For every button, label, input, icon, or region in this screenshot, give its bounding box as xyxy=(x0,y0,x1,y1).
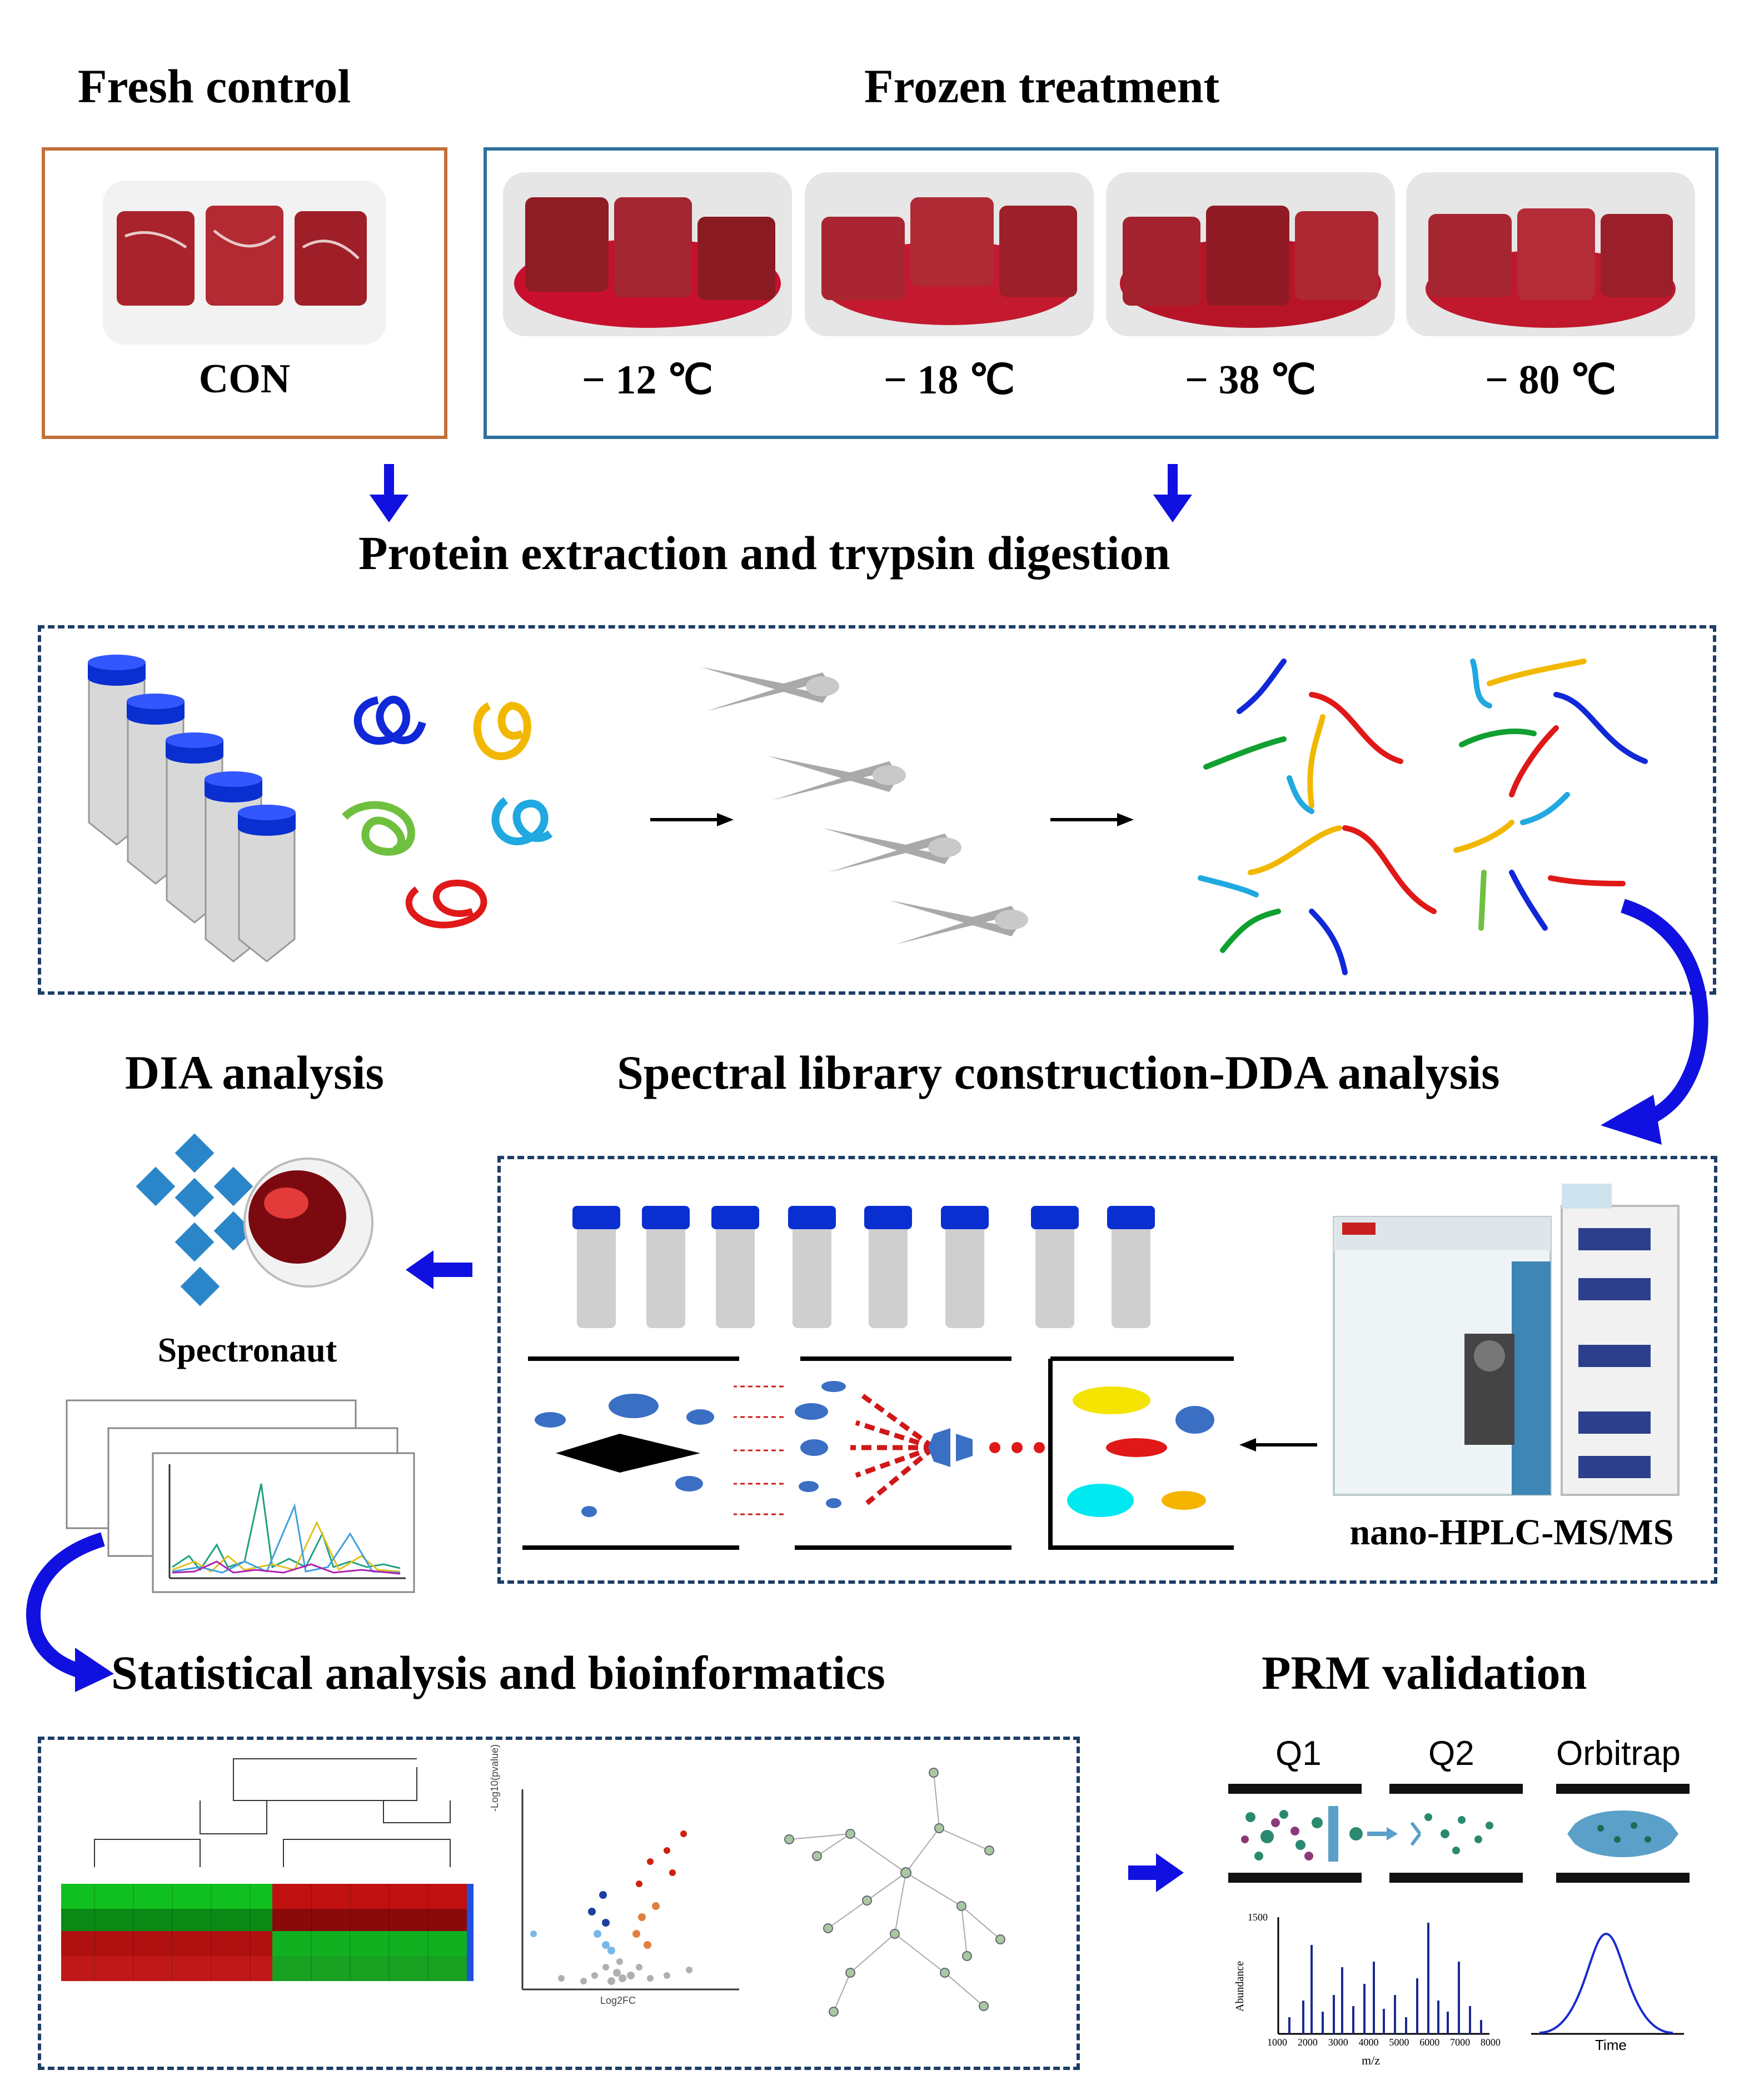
volcano-plot-icon xyxy=(521,1789,739,1991)
dda-box xyxy=(497,1156,1717,1584)
network-graph-icon xyxy=(784,1768,1005,2017)
prm-spectrum-plot xyxy=(1277,1917,1684,2035)
fresh-control-title: Fresh control xyxy=(78,59,351,113)
spectral-library-title: Spectral library construction-DDA analys… xyxy=(617,1046,1500,1099)
spectrum-xtick: 7000 xyxy=(1450,2037,1471,2048)
heatmap-cluster-icon xyxy=(61,1758,474,1981)
sample-vials-icon xyxy=(572,1206,1155,1328)
temp-label-minus18: − 18 ℃ xyxy=(883,357,1015,403)
meat-photo-minus18 xyxy=(805,172,1094,336)
down-arrow-icon xyxy=(370,464,408,522)
spectrum-xtick: 4000 xyxy=(1358,2037,1379,2048)
prm-quadrupole-diagram xyxy=(1228,1784,1690,1883)
q2-label: Q2 xyxy=(1428,1734,1474,1773)
lc-separation-diagram xyxy=(522,1356,1234,1550)
frozen-treatment-title: Frozen treatment xyxy=(864,59,1220,113)
orbitrap-label: Orbitrap xyxy=(1556,1734,1681,1773)
volcano-ylabel: -Log10(pvalue) xyxy=(489,1744,500,1812)
spectrum-ylabel: Abundance xyxy=(1234,1961,1246,2012)
digestion-box xyxy=(38,625,1716,995)
right-arrow-icon xyxy=(1050,813,1134,826)
ms-instrument-icon xyxy=(1333,1184,1680,1496)
meat-photo-con xyxy=(103,181,386,345)
curved-arrow-icon xyxy=(26,1532,114,1692)
folded-proteins-icon xyxy=(342,696,553,929)
frozen-treatment-box xyxy=(484,147,1718,439)
temp-label-minus38: − 38 ℃ xyxy=(1184,357,1317,403)
spectrum-xtick: 2000 xyxy=(1297,2037,1318,2048)
spectrum-xtick: 5000 xyxy=(1389,2037,1409,2048)
spectrum-xtick: 6000 xyxy=(1419,2037,1440,2048)
left-arrow-icon xyxy=(1239,1438,1317,1451)
right-arrow-icon xyxy=(650,813,734,826)
curved-arrow-icon xyxy=(1601,899,1708,1145)
spectrum-xtick: 1000 xyxy=(1267,2037,1287,2048)
meat-photo-minus38 xyxy=(1106,172,1395,336)
meat-photo-minus80 xyxy=(1406,172,1695,336)
centrifuge-tubes-icon xyxy=(88,655,296,962)
fresh-control-box xyxy=(42,147,447,439)
temp-label-minus12: − 12 ℃ xyxy=(581,357,714,403)
temp-label-minus80: − 80 ℃ xyxy=(1484,357,1617,403)
dia-analysis-title: DIA analysis xyxy=(125,1046,384,1099)
volcano-xlabel: Log2FC xyxy=(600,1995,636,2006)
q1-label: Q1 xyxy=(1275,1734,1322,1773)
chromatogram-stack-icon xyxy=(66,1399,415,1593)
spectrum-xtick: 8000 xyxy=(1480,2037,1501,2048)
spectrum-xticks: 1000 2000 3000 4000 5000 6000 7000 8000 xyxy=(1267,2037,1501,2048)
peptide-fragments-icon xyxy=(1198,659,1648,975)
prm-validation-title: PRM validation xyxy=(1262,1646,1587,1699)
stats-analysis-title: Statistical analysis and bioinformatics xyxy=(111,1646,885,1699)
spectrum-xtick: 3000 xyxy=(1328,2037,1348,2048)
right-arrow-icon xyxy=(1128,1853,1184,1892)
instrument-label: nano-HPLC-MS/MS xyxy=(1349,1512,1674,1553)
spectronaut-logo-icon xyxy=(136,1133,373,1306)
down-arrow-icon xyxy=(1153,464,1192,522)
stats-box xyxy=(38,1737,1080,2070)
spectronaut-label: Spectronaut xyxy=(157,1331,337,1369)
left-arrow-icon xyxy=(406,1250,472,1289)
trypsin-scissors-icon xyxy=(700,667,1028,945)
spectrum-xlabel: m/z xyxy=(1362,2053,1380,2067)
peak-xlabel: Time xyxy=(1595,2037,1627,2053)
meat-photo-minus12 xyxy=(503,172,792,336)
spectrum-ymax: 1500 xyxy=(1248,1912,1268,1923)
extraction-step-title: Protein extraction and trypsin digestion xyxy=(358,526,1170,580)
con-label: CON xyxy=(198,356,291,402)
